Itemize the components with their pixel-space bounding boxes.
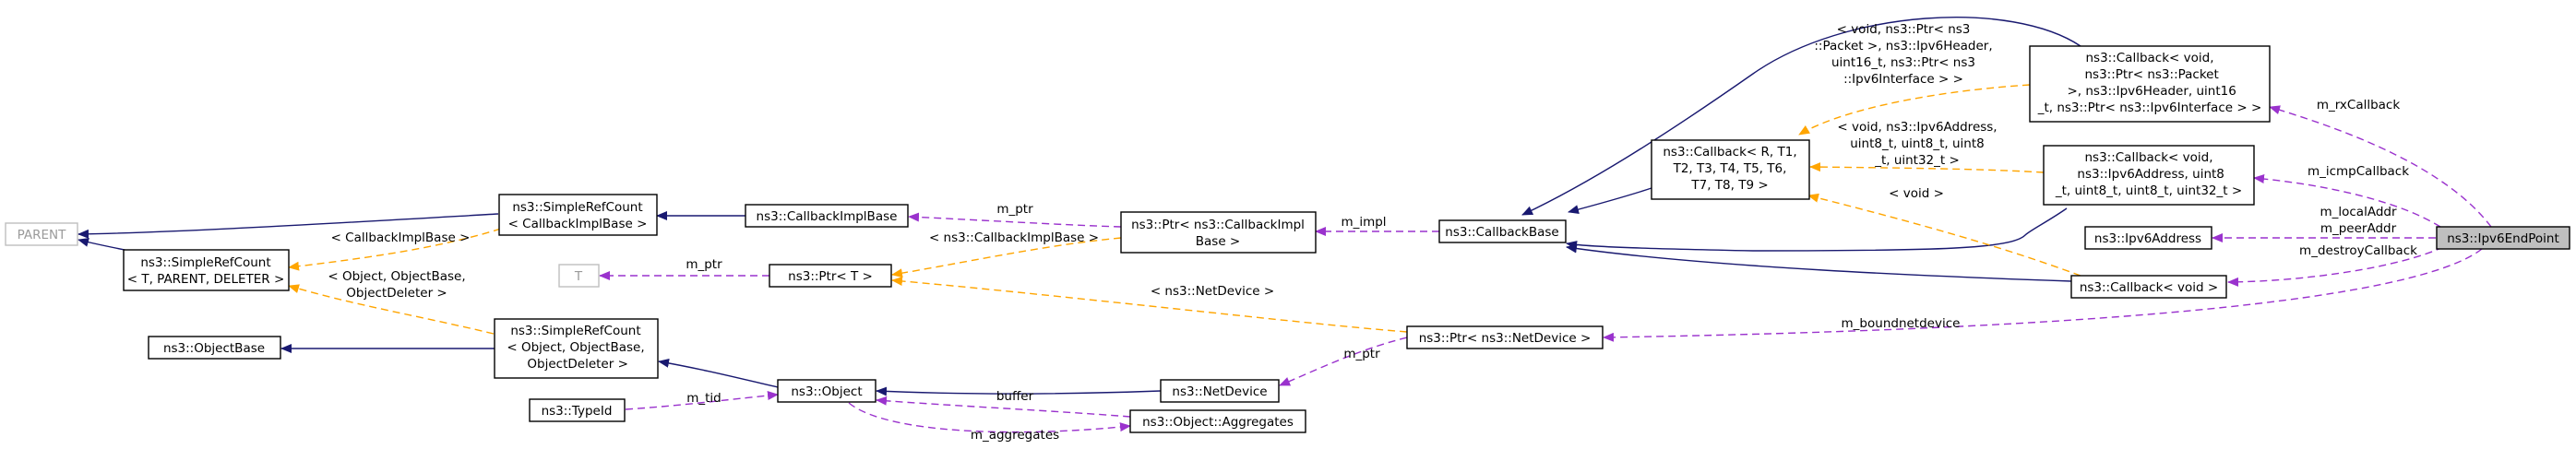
edge-endpoint-to-callbackRx <box>2269 105 2492 228</box>
class-node-objectbase[interactable]: ns3::ObjectBase <box>148 336 281 360</box>
class-node-ipv6address-label: ns3::Ipv6Address <box>2094 231 2201 246</box>
class-node-simplerefcount-t-parent-deleter[interactable]: ns3::SimpleRefCount< T, PARENT, DELETER … <box>123 249 290 291</box>
class-node-ipv6endpoint-label: ns3::Ipv6EndPoint <box>2447 231 2559 246</box>
edge-endpoint-to-callbackIcmp <box>2253 174 2441 228</box>
edge-label-m-icmpCallback: m_icmpCallback <box>2308 164 2409 179</box>
edge-callbackGeneric-to-callbackBase <box>1568 187 1652 214</box>
edge-label-object-template: < Object, ObjectBase,ObjectDeleter > <box>328 269 465 301</box>
edge-ptrCallbackImpl-to-ptrT <box>891 237 1122 278</box>
class-node-objectbase-label: ns3::ObjectBase <box>163 341 265 356</box>
edge-callbackRx-to-callbackGeneric <box>1798 84 2031 136</box>
class-node-simplerefcount-object-label: ns3::SimpleRefCount< Object, ObjectBase,… <box>507 324 644 372</box>
edge-label-m-rxCallback: m_rxCallback <box>2317 98 2401 112</box>
class-node-ptr-netdevice-label: ns3::Ptr< ns3::NetDevice > <box>1419 331 1592 346</box>
class-node-callbackbase[interactable]: ns3::CallbackBase <box>1438 219 1567 243</box>
class-node-object-aggregates-label: ns3::Object::Aggregates <box>1142 415 1294 430</box>
edge-label-m-impl: m_impl <box>1341 215 1386 230</box>
class-node-callback-icmp[interactable]: ns3::Callback< void, ns3::Ipv6Address, u… <box>2043 145 2255 206</box>
edge-labels: < CallbackImplBase > < Object, ObjectBas… <box>328 22 2417 443</box>
class-node-callback-rx-label: ns3::Callback< void, ns3::Ptr< ns3::Pack… <box>2037 51 2262 115</box>
edge-ptr-to-callbackImplBase <box>908 212 1122 228</box>
edge-callbackRx-to-callbackBase <box>1521 17 2081 216</box>
edge-typeId-to-object <box>625 391 779 410</box>
edge-srcCallbackImpl-to-parent <box>78 213 499 239</box>
edge-srcObject-to-srcTParent <box>288 284 495 335</box>
edge-label-callbackImplBase-template: < CallbackImplBase > <box>331 230 471 245</box>
edge-label-m-aggregates: m_aggregates <box>971 428 1059 443</box>
class-node-callback-generic-label: ns3::Callback< R, T1,T2, T3, T4, T5, T6,… <box>1663 145 1796 193</box>
edge-label-rx-template: < void, ns3::Ptr< ns3::Packet >, ns3::Ip… <box>1814 22 1992 87</box>
edge-label-m-ptr-3: m_ptr <box>1343 347 1380 361</box>
class-node-simplerefcount-callbackimplbase[interactable]: ns3::SimpleRefCount< CallbackImplBase > <box>498 194 658 236</box>
class-node-callback-rx[interactable]: ns3::Callback< void, ns3::Ptr< ns3::Pack… <box>2029 45 2271 123</box>
edge-endpoint-to-ptrNetDevice <box>1603 248 2483 342</box>
edge-aggregates-to-object-buffer <box>876 396 1131 418</box>
edge-object-to-aggregates <box>848 402 1131 433</box>
edge-label-m-ptr-2: m_ptr <box>686 257 722 272</box>
class-node-t[interactable]: T <box>558 264 600 288</box>
edge-ptrNetDevice-to-netDevice <box>1279 337 1408 386</box>
edge-callbackIcmp-to-callbackBase <box>1566 207 2068 252</box>
edges <box>78 17 2492 433</box>
edge-label-m-ptr-1: m_ptr <box>996 202 1033 217</box>
class-node-callback-void[interactable]: ns3::Callback< void > <box>2070 275 2227 299</box>
edge-label-m-boundnetdevice: m_boundnetdevice <box>1842 316 1961 331</box>
edge-endpoint-to-callbackVoid <box>2227 246 2444 287</box>
class-node-ipv6endpoint[interactable]: ns3::Ipv6EndPoint <box>2436 226 2570 250</box>
class-node-object-label: ns3::Object <box>791 384 862 399</box>
edge-srcCallbackImpl-to-srcTParent <box>288 224 513 271</box>
class-node-ptr-t-label: ns3::Ptr< T > <box>788 269 873 284</box>
class-node-simplerefcount-object[interactable]: ns3::SimpleRefCount< Object, ObjectBase,… <box>494 318 659 379</box>
nodes: PARENT ns3::SimpleRefCount< CallbackImpl… <box>5 45 2570 433</box>
edge-label-void-template: < void > <box>1889 186 1944 201</box>
class-node-object-aggregates[interactable]: ns3::Object::Aggregates <box>1129 409 1306 433</box>
edge-label-buffer: buffer <box>996 389 1034 404</box>
class-node-typeid-label: ns3::TypeId <box>542 404 613 419</box>
edge-ptrNetDevice-to-ptrT <box>891 276 1408 333</box>
class-node-callback-generic[interactable]: ns3::Callback< R, T1,T2, T3, T4, T5, T6,… <box>1651 139 1810 200</box>
edge-callbackVoid-to-callbackGeneric <box>1807 193 2081 277</box>
class-node-ptr-t[interactable]: ns3::Ptr< T > <box>769 264 892 288</box>
class-node-ipv6address[interactable]: ns3::Ipv6Address <box>2084 226 2212 250</box>
class-node-simplerefcount-callbackimplbase-label: ns3::SimpleRefCount< CallbackImplBase > <box>508 200 648 231</box>
class-node-parent[interactable]: PARENT <box>5 222 78 246</box>
edge-netDevice-to-object <box>876 386 1162 396</box>
edge-label-m-tid: m_tid <box>686 391 722 406</box>
edge-object-to-srcObject <box>658 358 779 388</box>
class-node-typeid[interactable]: ns3::TypeId <box>529 398 626 422</box>
class-node-t-label: T <box>574 269 583 284</box>
edge-srcTParent-to-parent <box>78 238 130 252</box>
class-node-callbackimplbase[interactable]: ns3::CallbackImplBase <box>745 204 909 228</box>
class-node-object[interactable]: ns3::Object <box>777 379 877 403</box>
edge-label-icmp-template: < void, ns3::Ipv6Address,uint8_t, uint8_… <box>1837 120 1997 168</box>
edge-callbackIcmp-to-callbackGeneric <box>1809 162 2045 173</box>
edge-label-callbackImplBase-ptr-template: < ns3::CallbackImplBase > <box>929 230 1099 245</box>
class-node-ptr-netdevice[interactable]: ns3::Ptr< ns3::NetDevice > <box>1406 325 1604 349</box>
class-node-simplerefcount-t-parent-deleter-label: ns3::SimpleRefCount< T, PARENT, DELETER … <box>127 255 285 287</box>
class-node-netdevice[interactable]: ns3::NetDevice <box>1160 379 1280 403</box>
class-node-netdevice-label: ns3::NetDevice <box>1172 384 1267 399</box>
class-node-callback-void-label: ns3::Callback< void > <box>2080 280 2218 295</box>
edge-callbackVoid-to-callbackBase <box>1566 243 2072 282</box>
class-node-callbackimplbase-label: ns3::CallbackImplBase <box>757 209 898 224</box>
edge-label-netdevice-template: < ns3::NetDevice > <box>1151 284 1274 299</box>
class-node-callback-icmp-label: ns3::Callback< void, ns3::Ipv6Address, u… <box>2055 150 2242 198</box>
edge-label-m-destroyCallback: m_destroyCallback <box>2299 243 2417 258</box>
class-node-callbackbase-label: ns3::CallbackBase <box>1445 225 1558 240</box>
class-node-parent-label: PARENT <box>18 228 67 242</box>
